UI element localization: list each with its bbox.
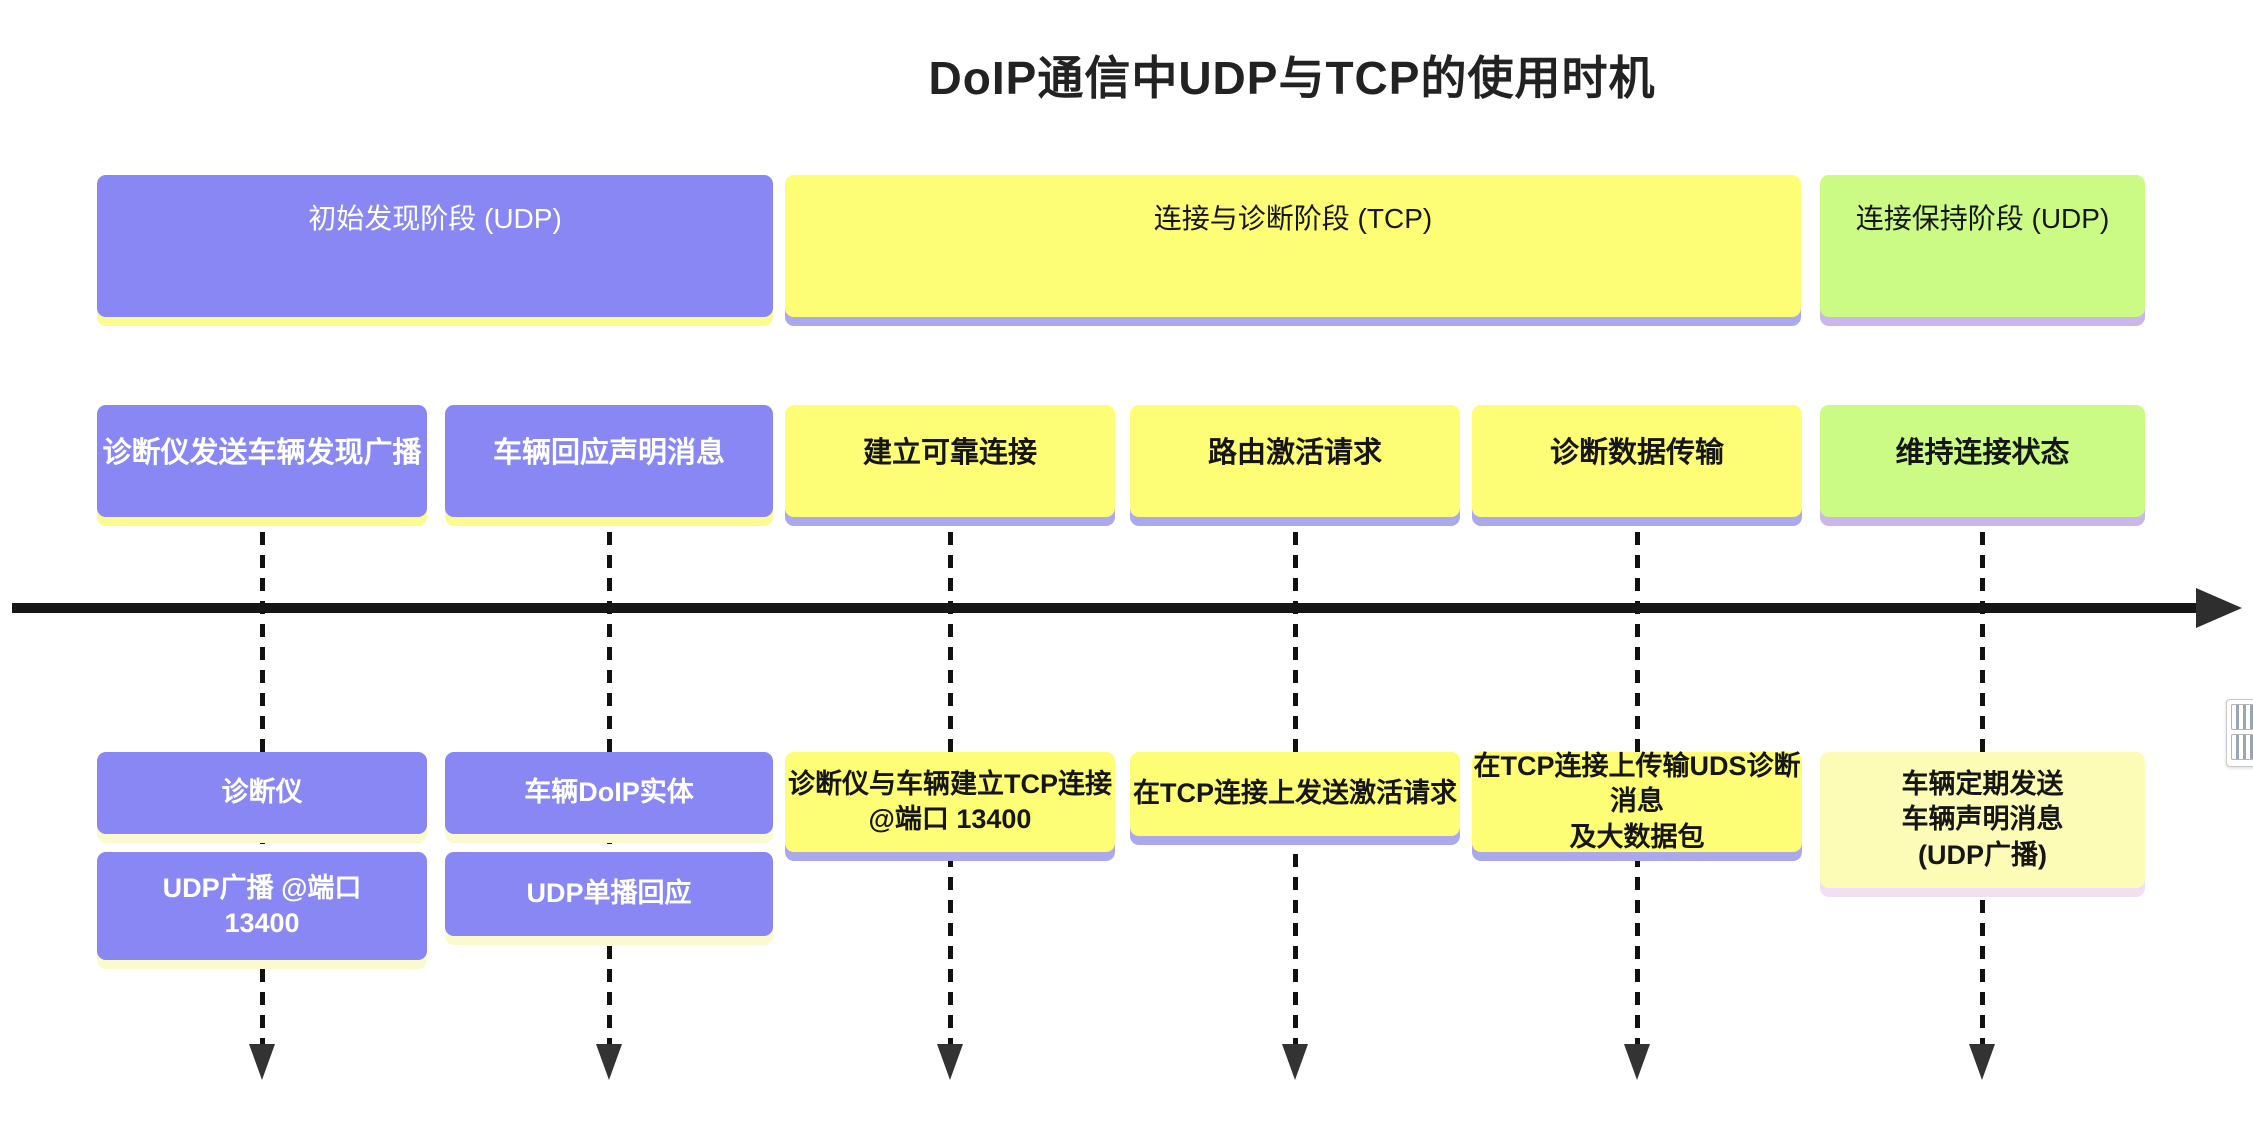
detail-box-tcp-connect-port: 诊断仪与车辆建立TCP连接 @端口 13400 — [785, 752, 1115, 852]
step-box-diagnostic-data: 诊断数据传输 — [1472, 405, 1802, 517]
step-box-vehicle-announcement: 车辆回应声明消息 — [445, 405, 773, 517]
phase-bar-connection-diagnosis: 连接与诊断阶段 (TCP) — [785, 175, 1801, 317]
down-arrowhead-4-icon — [1282, 1044, 1308, 1080]
detail-box-periodic-announcement: 车辆定期发送 车辆声明消息 (UDP广播) — [1820, 752, 2145, 888]
page-thumbnail-widget[interactable] — [2226, 699, 2253, 767]
page-thumbnail-2[interactable] — [2231, 734, 2253, 760]
down-arrowhead-2-icon — [596, 1044, 622, 1080]
down-arrowhead-1-icon — [249, 1044, 275, 1080]
detail-box-udp-broadcast-port: UDP广播 @端口 13400 — [97, 852, 427, 960]
detail-box-udp-unicast-reply: UDP单播回应 — [445, 852, 773, 936]
timeline-arrowhead-icon — [2196, 588, 2242, 628]
detail-box-activation-request: 在TCP连接上发送激活请求 — [1130, 752, 1460, 836]
down-arrowhead-5-icon — [1624, 1044, 1650, 1080]
detail-box-tester: 诊断仪 — [97, 752, 427, 834]
timeline-axis — [12, 603, 2198, 613]
step-box-routing-activation: 路由激活请求 — [1130, 405, 1460, 517]
step-box-keep-connection: 维持连接状态 — [1820, 405, 2145, 517]
step-box-discovery-broadcast: 诊断仪发送车辆发现广播 — [97, 405, 427, 517]
down-arrowhead-3-icon — [937, 1044, 963, 1080]
phase-bar-keepalive: 连接保持阶段 (UDP) — [1820, 175, 2145, 317]
down-arrowhead-6-icon — [1969, 1044, 1995, 1080]
detail-box-vehicle-doip-entity: 车辆DoIP实体 — [445, 752, 773, 834]
phase-bar-initial-discovery: 初始发现阶段 (UDP) — [97, 175, 773, 317]
detail-box-uds-messages: 在TCP连接上传输UDS诊断消息 及大数据包 — [1472, 751, 1802, 852]
page-thumbnail-1[interactable] — [2231, 704, 2253, 730]
page-title: DoIP通信中UDP与TCP的使用时机 — [928, 52, 1656, 104]
step-box-establish-connection: 建立可靠连接 — [785, 405, 1115, 517]
